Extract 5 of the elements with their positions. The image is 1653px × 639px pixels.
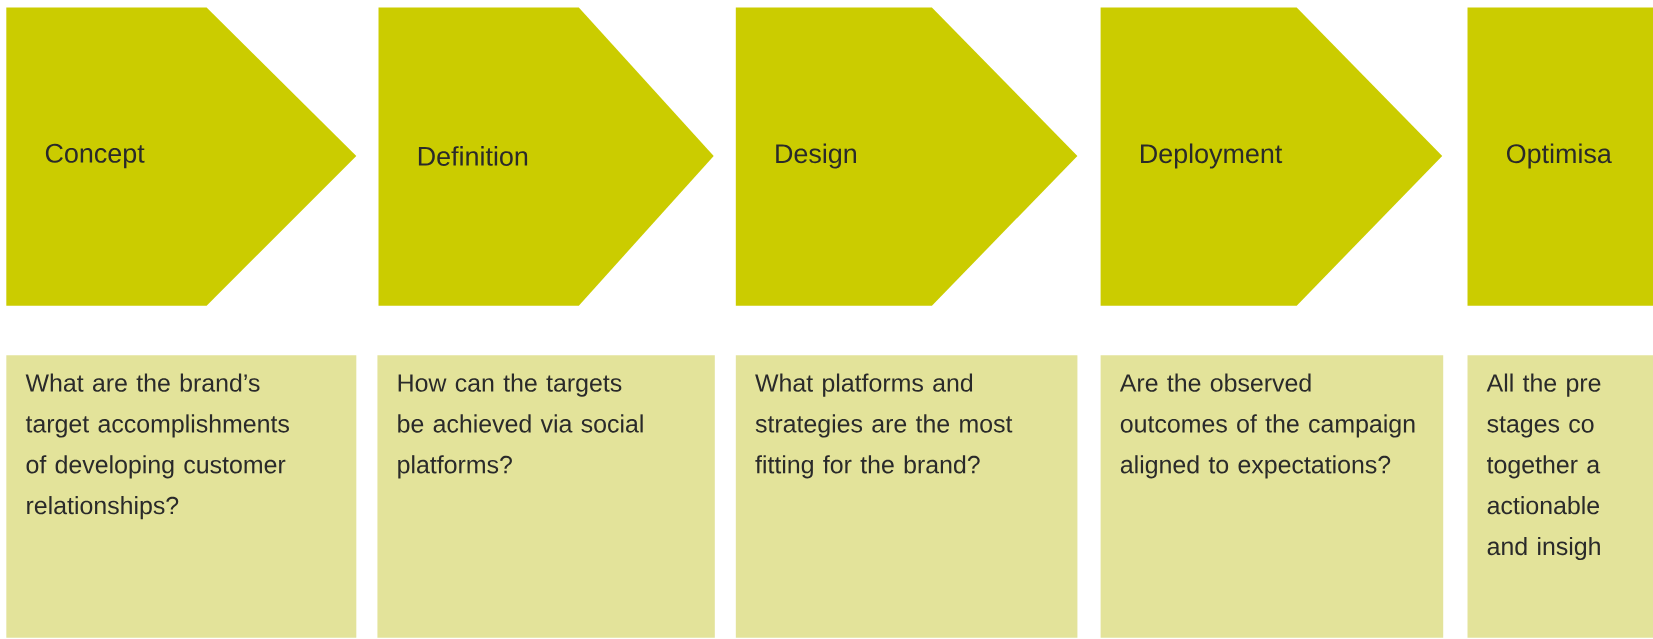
question-box: How can the targets be achieved via social platforms? xyxy=(377,355,715,638)
question-box: What platforms and strategies are the most fitting for the brand? xyxy=(735,355,1078,638)
question-box: What are the brand’s target accomplishments of developing customer relationships? xyxy=(6,355,357,638)
question-box: All the pre stages co together a actionable and insigh xyxy=(1467,355,1653,638)
question-box: Are the observed outcomes of the campaign aligned to expectations? xyxy=(1100,355,1444,638)
